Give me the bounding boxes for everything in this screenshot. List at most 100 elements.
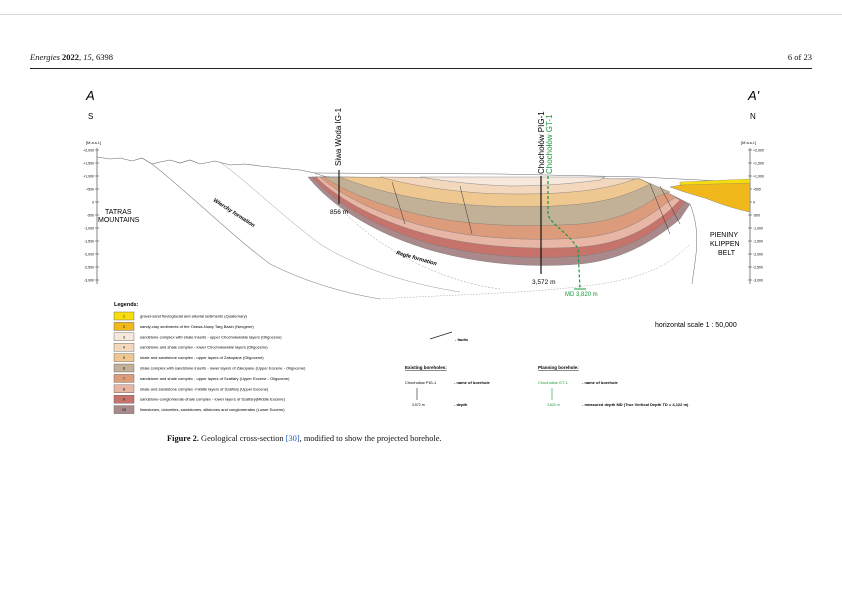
faults-legend-line xyxy=(429,331,453,340)
legend-number: 10 xyxy=(122,408,126,412)
horizontal-scale: horizontal scale 1 : 50,000 xyxy=(655,322,737,329)
caption-label: Figure 2. xyxy=(167,434,199,443)
left-axis-tick-label: -1,500 xyxy=(84,239,94,243)
fault-2 xyxy=(459,185,473,235)
right-axis-tick-label: -1,500 xyxy=(753,239,763,243)
right-axis-tick-label: -500 xyxy=(753,213,760,217)
label-a-right: A' xyxy=(747,88,760,103)
right-axis-tick-label: +2,000 xyxy=(753,148,764,152)
fault-1 xyxy=(391,181,406,225)
basin-edge-left xyxy=(314,172,331,178)
topography-line xyxy=(96,156,316,174)
right-axis-tick-label: +1,500 xyxy=(753,161,764,165)
legend-title: Legends: xyxy=(114,302,139,308)
header-rule xyxy=(30,68,812,69)
pieniny-label-1: PIENINY xyxy=(710,232,738,239)
caption-text-1: Geological cross-section xyxy=(198,434,286,443)
planning-name-desc: - name of borehole xyxy=(582,380,619,385)
figure-cross-section: A A' S N [M a.s.l.] +2,000 +1,500 +1,000 +5… xyxy=(80,84,770,430)
journal-year: 2022 xyxy=(62,52,80,62)
left-axis-tick-label: -2,500 xyxy=(84,265,94,269)
tatra-thrust-2 xyxy=(219,161,461,293)
existing-depth-desc: - depth xyxy=(454,402,468,407)
right-axis-ticks: +2,000+1,500+1,000+5000-500-1,000-1,500-… xyxy=(748,148,764,282)
chocholow-gt-name: Chochołów GT-1 xyxy=(545,114,554,174)
article-number: 6398 xyxy=(96,52,114,62)
left-axis-tick-label: +2,000 xyxy=(83,148,94,152)
legend-text: sandstone complex with shale inserts - u… xyxy=(140,334,282,339)
left-axis-tick-label: +500 xyxy=(86,187,94,191)
tatras-label-2: MOUNTAINS xyxy=(98,217,140,224)
legend-number: 1 xyxy=(123,315,125,319)
left-axis-tick-label: -2,000 xyxy=(84,252,94,256)
left-axis-tick-label: -1,000 xyxy=(84,226,94,230)
right-axis-tick-label: -2,500 xyxy=(753,265,763,269)
right-axis-tick-label: 0 xyxy=(753,200,755,204)
left-axis-tick-label: +1,000 xyxy=(83,174,94,178)
chocholow-pig-name: Chochołów PIG-1 xyxy=(537,111,546,174)
legend-text: sandstone and shale complex - upper laye… xyxy=(140,376,290,381)
chocholow-pig-depth: 3,572 m xyxy=(532,279,556,286)
left-axis-tick-label: -3,000 xyxy=(84,278,94,282)
tatras-label-1: TATRAS xyxy=(105,209,132,216)
regle-label: Regle formation xyxy=(395,250,438,267)
legend-text: shale and sandstone complex - upper laye… xyxy=(140,355,264,360)
top-divider xyxy=(0,14,842,15)
siwa-woda-name: Siwa Woda IG-1 xyxy=(334,107,343,166)
legend-text: sandstone-conglomerate-shale complex - l… xyxy=(140,397,286,402)
journal-name: Energies xyxy=(30,52,60,62)
planning-depth-example: 3,820 m xyxy=(547,403,560,407)
chocholow-gt-md: MD 3,820 m xyxy=(565,292,598,298)
fault-3 xyxy=(649,183,671,235)
label-south: S xyxy=(88,112,93,121)
left-axis-ticks: +2,000+1,500+1,000+5000-500-1,000-1,500-… xyxy=(83,148,99,282)
legend-number: 3 xyxy=(123,335,125,339)
label-north: N xyxy=(750,112,756,121)
pieniny-label-3: BELT xyxy=(718,250,736,257)
left-axis-unit: [M a.s.l.] xyxy=(86,140,101,145)
legend-swatch xyxy=(113,374,135,383)
legend-swatch xyxy=(113,405,135,414)
legend-number: 7 xyxy=(123,377,125,381)
legend-swatch xyxy=(113,322,135,331)
legend-text: gravel-sand fluvioglacial and alluvial s… xyxy=(140,314,248,319)
pieniny-boundary xyxy=(689,203,698,285)
layer-1 xyxy=(679,178,751,186)
planning-name-example: Chochołów GT-1 xyxy=(538,380,569,385)
page-number: 6 of 23 xyxy=(787,52,812,62)
caption-reference-link[interactable]: [30] xyxy=(285,434,300,443)
siwa-woda-depth: 856 m xyxy=(330,209,348,216)
planning-title: Planning borehole: xyxy=(538,365,579,370)
left-axis-tick-label: 0 xyxy=(92,200,94,204)
existing-depth-example: 3,572 m xyxy=(412,403,425,407)
label-a-left: A xyxy=(85,88,95,103)
legend-number: 6 xyxy=(123,367,125,371)
planning-depth-desc: - measured depth MD (True Vertical Depth… xyxy=(582,402,689,407)
legend-number: 5 xyxy=(123,356,125,360)
cross-section-svg: A A' S N [M a.s.l.] +2,000 +1,500 +1,000 +5… xyxy=(83,88,764,414)
legend-text: limestones, dolomites, sandstones, silts… xyxy=(140,407,285,412)
right-axis-tick-label: -2,000 xyxy=(753,252,763,256)
legend-swatch xyxy=(113,343,135,352)
journal-volume: 15 xyxy=(83,52,92,62)
journal-citation: Energies 2022, 15, 6398 xyxy=(30,52,114,62)
basement-dashed xyxy=(379,243,691,300)
right-axis-tick-label: +500 xyxy=(753,187,761,191)
legend-text: shale complex with sandstone inserts - l… xyxy=(140,366,306,371)
legend-text: sandstone and shale complex - lower Choc… xyxy=(140,345,268,350)
left-axis-tick-label: +1,500 xyxy=(83,161,94,165)
right-axis-unit: [M a.s.l.] xyxy=(741,140,756,145)
legend-items: 1 gravel-sand fluvioglacial and alluvial … xyxy=(113,311,306,414)
faults-legend-label: - faults xyxy=(455,337,469,342)
legend-swatch xyxy=(113,353,135,362)
tatra-thrust-1 xyxy=(151,163,381,300)
legend-number: 2 xyxy=(123,325,125,329)
right-axis-tick-label: -3,000 xyxy=(753,278,763,282)
legend-swatch xyxy=(113,384,135,393)
legend-swatch xyxy=(113,395,135,404)
existing-name-desc: - name of borehole xyxy=(454,380,491,385)
fault-4 xyxy=(659,185,681,225)
legend-number: 9 xyxy=(123,398,125,402)
legend-text: sandy-clay sediments of the Orawa-Nowy T… xyxy=(140,324,254,329)
page-header: Energies 2022, 15, 6398 6 of 23 xyxy=(30,52,812,68)
